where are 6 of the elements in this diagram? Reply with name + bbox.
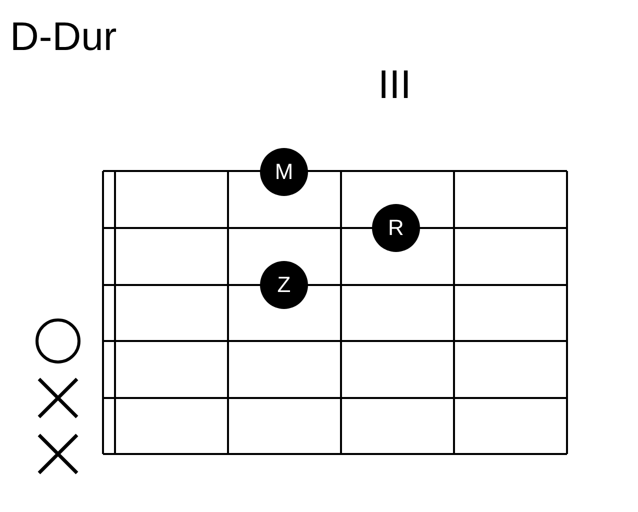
fret-position-label: III xyxy=(378,62,412,108)
chord-title: D-Dur xyxy=(10,14,117,60)
finger-dot: M xyxy=(260,148,308,196)
finger-dot: Z xyxy=(260,261,308,309)
open-string-icon xyxy=(34,317,82,365)
finger-dot: R xyxy=(372,204,420,252)
